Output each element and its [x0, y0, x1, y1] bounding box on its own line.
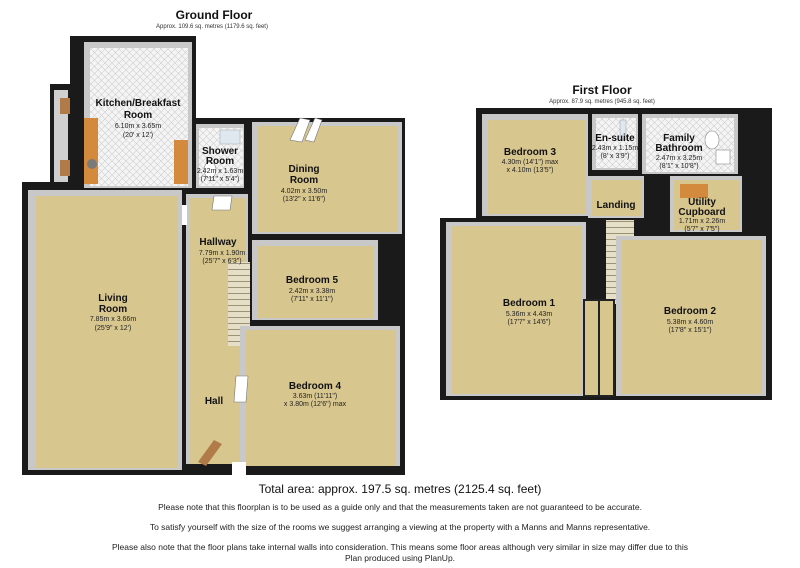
bedroom-5-room [252, 240, 378, 320]
bedroom2-dims-2: (17'8" x 15'1") [668, 327, 711, 334]
kitchen-label-1: Kitchen/Breakfast [95, 98, 181, 109]
floor-plan-drawing: Ground Floor Approx. 109.6 sq. metres (1… [22, 8, 772, 476]
ground-stairs [228, 262, 250, 346]
shower-room [196, 124, 244, 188]
dining-dims-2: (13'2" x 11'6") [283, 196, 326, 203]
bedroom1-label: Bedroom 1 [503, 298, 556, 309]
living-label-1: Living [98, 293, 127, 304]
kitchen-room [84, 42, 192, 188]
utility-cupboard-room [670, 176, 742, 232]
shower-dims-1: 2.42m x 1.63m [197, 168, 243, 175]
dining-label-2: Room [290, 175, 318, 186]
bathroom-label-1: Family [663, 133, 695, 144]
utility-label-2: Cupboard [678, 207, 725, 218]
bedroom-2-room [616, 236, 766, 396]
kitchen-dims-1: 6.10m x 3.65m [115, 123, 161, 130]
bedroom1-dims-2: (17'7" x 14'6") [507, 319, 550, 326]
door-leaf [60, 98, 70, 114]
bedroom2-label: Bedroom 2 [664, 306, 717, 317]
bedroom-1-room [446, 222, 586, 396]
shower-dims-2: (7'11" x 5'4") [201, 176, 240, 183]
ensuite-dims-1: 2.43m x 1.15m [592, 145, 638, 152]
utility-dims-1: 1.71m x 2.26m [679, 218, 725, 225]
bedroom5-dims-2: (7'11" x 11'1") [291, 296, 333, 303]
shower-label-1: Shower [202, 146, 238, 157]
living-dims-1: 7.85m x 3.66m [90, 316, 136, 323]
ground-floor-title: Ground Floor [176, 8, 253, 22]
ground-floor-area: Approx. 109.6 sq. metres (1179.6 sq. fee… [156, 24, 268, 30]
utility-label-1: Utility [688, 197, 716, 208]
bedroom3-label: Bedroom 3 [504, 147, 557, 158]
first-floor-title: First Floor [572, 83, 632, 97]
family-bathroom-room [642, 114, 738, 174]
kitchen-dims-2: (20' x 12') [123, 132, 153, 139]
ground-floor-plan: Kitchen/Breakfast Room 6.10m x 3.65m (20… [22, 36, 405, 476]
bedroom4-dims-1: 3.63m (11'11") [293, 393, 337, 400]
bedroom2-dims-1: 5.38m x 4.60m [667, 319, 713, 326]
ensuite-room [592, 114, 638, 170]
bathroom-dims-1: 2.47m x 3.25m [656, 155, 702, 162]
bedroom3-dims-2: x 4.10m (13'5") [506, 167, 553, 174]
shower-label-2: Room [206, 156, 234, 167]
disclaimer-note-2: To satisfy yourself with the size of the… [149, 522, 651, 532]
bedroom4-dims-2: x 3.80m (12'6") max [284, 401, 347, 408]
ensuite-label: En-suite [595, 133, 635, 144]
hallway-dims-2: (25'7" x 6'3") [202, 258, 241, 265]
ensuite-dims-2: (8' x 3'9") [601, 153, 630, 160]
hallway-dims-1: 7.79m x 1.90m [199, 250, 245, 257]
landing-label: Landing [597, 200, 636, 211]
bedroom5-label: Bedroom 5 [286, 275, 339, 286]
disclaimer-note-1: Please note that this floorplan is to be… [158, 502, 642, 512]
dining-room [252, 117, 402, 234]
bedroom5-dims-1: 2.42m x 3.38m [289, 288, 335, 295]
front-door [198, 440, 222, 466]
hallway-area [186, 194, 250, 464]
living-room [28, 190, 187, 470]
bathroom-label-2: Bathroom [655, 143, 702, 154]
kitchen-label-2: Room [124, 110, 152, 121]
hall-label: Hall [205, 396, 224, 407]
living-dims-2: (25'9" x 12') [95, 325, 132, 332]
living-label-2: Room [99, 304, 127, 315]
bathroom-dims-2: (8'1" x 10'8") [659, 163, 698, 170]
first-floor-plan: Bedroom 3 4.30m (14'1") max x 4.10m (13'… [440, 108, 772, 400]
bedroom3-dims-1: 4.30m (14'1") max [502, 159, 559, 166]
bedroom1-dims-1: 5.36m x 4.43m [506, 311, 552, 318]
disclaimer-note-3: Please also note that the floor plans ta… [111, 542, 689, 552]
first-floor-area: Approx. 87.9 sq. metres (945.8 sq. feet) [549, 99, 655, 105]
hallway-label: Hallway [199, 237, 237, 248]
bedroom-3-room [482, 114, 588, 216]
bedroom-4-room [233, 326, 400, 466]
total-area: Total area: approx. 197.5 sq. metres (21… [258, 482, 542, 496]
dining-dims-1: 4.02m x 3.50m [281, 188, 327, 195]
disclaimer-note-4: Plan produced using PlanUp. [344, 553, 456, 563]
utility-dims-2: (5'7" x 7'5") [684, 226, 719, 233]
bedroom4-label: Bedroom 4 [289, 381, 342, 392]
dining-label-1: Dining [288, 164, 319, 175]
